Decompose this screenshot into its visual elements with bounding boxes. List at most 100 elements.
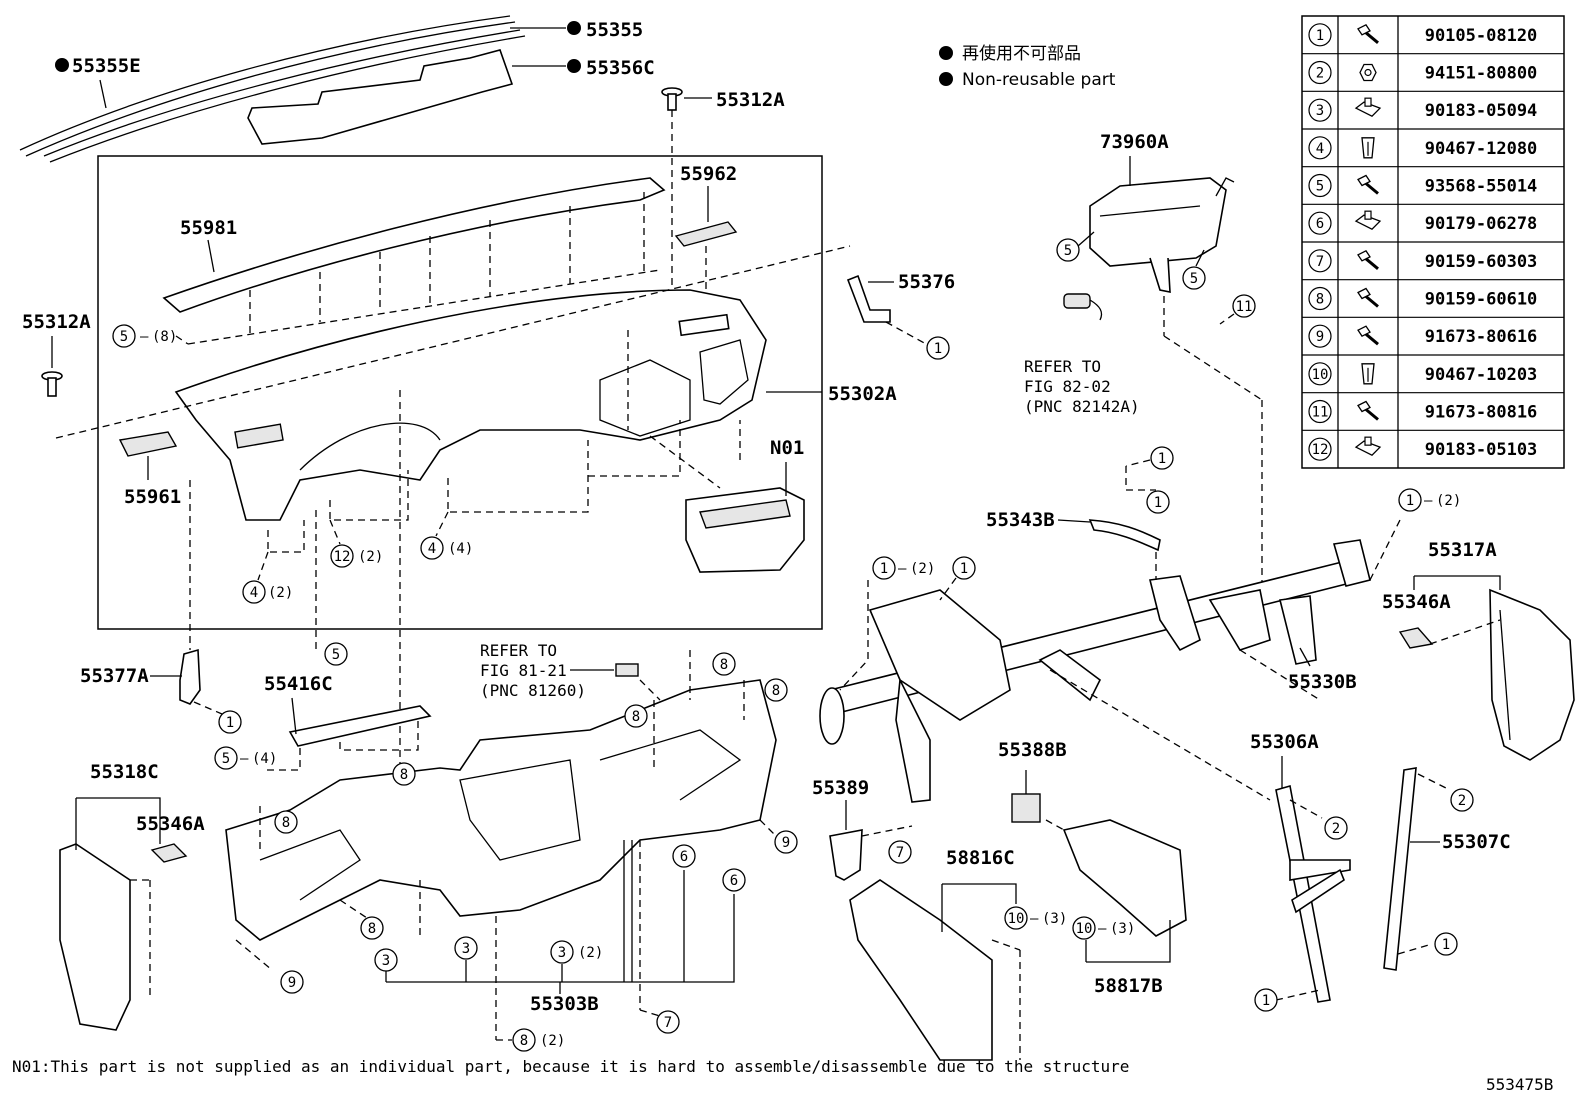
callout-9-a-num: 9 xyxy=(782,835,790,851)
callout-6-a-num: 6 xyxy=(680,849,688,865)
callout-5-e xyxy=(324,642,348,666)
brace-55307C xyxy=(1383,767,1451,971)
callout-11 xyxy=(1232,294,1256,318)
callout-9-a xyxy=(774,830,798,854)
qty-4-b-dash: — xyxy=(240,751,249,767)
callout-8-f-num: 8 xyxy=(368,921,376,937)
airbag-73960A xyxy=(1089,177,1263,600)
table-row-num: 12 xyxy=(1312,442,1329,458)
bracket-55376 xyxy=(846,274,927,345)
reinforcement-55330B xyxy=(819,466,1401,803)
clip-icon xyxy=(1361,363,1375,385)
bolt-icon xyxy=(1357,249,1379,270)
table-row-callout xyxy=(1308,286,1332,311)
label-58817B: 58817B xyxy=(1094,975,1163,997)
label-55416C: 55416C xyxy=(264,673,333,695)
table-row-part-no: 90467-12080 xyxy=(1425,139,1538,159)
label-55303B: 55303B xyxy=(530,993,599,1015)
callout-8-e xyxy=(274,810,298,834)
callout-11-num: 11 xyxy=(1236,299,1253,315)
callout-8-c-num: 8 xyxy=(632,709,640,725)
callout-1-h-num: 1 xyxy=(1442,937,1450,953)
callout-1-a xyxy=(926,336,950,360)
table-row-num: 5 xyxy=(1316,179,1324,195)
label-55961: 55961 xyxy=(124,486,181,508)
qty-2-c-dash: — xyxy=(1424,493,1433,509)
callout-8-b xyxy=(764,678,788,702)
callout-4-b xyxy=(420,536,444,560)
callout-6-b-num: 6 xyxy=(730,873,738,889)
callout-6-a xyxy=(672,844,696,868)
callout-3-a-num: 3 xyxy=(382,953,390,969)
label-55317A: 55317A xyxy=(1428,539,1497,561)
brace-55343B xyxy=(1088,519,1161,552)
side-cover-55318C xyxy=(59,843,188,1031)
callout-7-b xyxy=(656,1010,680,1034)
table-row-part-no: 90183-05094 xyxy=(1425,101,1538,121)
table-row-part-no: 90159-60610 xyxy=(1425,290,1538,310)
qty-3-a: (3) xyxy=(1042,911,1067,927)
ref-fig81-line2: FIG 81-21 xyxy=(480,661,567,680)
callout-5-e-num: 5 xyxy=(332,647,340,663)
label-55355E: 55355E xyxy=(72,55,141,77)
nut-icon xyxy=(1359,63,1377,82)
callout-1-g xyxy=(1254,988,1278,1012)
table-row-part-no: 90467-10203 xyxy=(1425,365,1538,385)
callout-6-b xyxy=(722,868,746,892)
label-55318C: 55318C xyxy=(90,761,159,783)
callout-7-a-num: 7 xyxy=(896,845,904,861)
table-row-callout xyxy=(1308,437,1332,461)
callout-12 xyxy=(330,544,354,568)
cover-58816C xyxy=(849,879,1021,1061)
callout-3-b xyxy=(454,936,478,960)
table-row-callout xyxy=(1308,211,1332,235)
table-row-num: 8 xyxy=(1316,292,1324,308)
callout-1-c xyxy=(1146,490,1170,514)
table-row-num: 3 xyxy=(1316,103,1324,119)
table-row: 8 90159-60610 xyxy=(1302,279,1564,311)
callout-2-b xyxy=(1450,788,1474,812)
bolt-icon xyxy=(1357,325,1379,346)
clip-nut-icon xyxy=(1354,97,1382,117)
legend-dot-jp xyxy=(939,46,953,60)
label-55388B: 55388B xyxy=(998,739,1067,761)
callout-1-c-num: 1 xyxy=(1154,495,1162,511)
qty-3-a-dash: — xyxy=(1030,911,1039,927)
clip-nut-icon xyxy=(1354,436,1382,456)
callout-9-b-num: 9 xyxy=(288,975,296,991)
qty-2-a: (2) xyxy=(268,585,293,601)
callout-8-d xyxy=(392,762,416,786)
bracket-55389 xyxy=(829,825,913,881)
callout-2-b-num: 2 xyxy=(1458,793,1466,809)
label-55356C: 55356C xyxy=(586,57,655,79)
ref-fig82-line1: REFER TO xyxy=(1024,357,1101,376)
label-55346A-right: 55346A xyxy=(1382,591,1451,613)
callout-3-b-num: 3 xyxy=(462,941,470,957)
callout-10-b xyxy=(1072,916,1096,940)
legend-dot-en xyxy=(939,72,953,86)
ref-fig82-line3: (PNC 82142A) xyxy=(1024,397,1140,416)
qty-2-f: (2) xyxy=(540,1033,565,1049)
qty-2-d: (2) xyxy=(910,561,935,577)
callout-9-b xyxy=(280,970,304,994)
panel-55356C xyxy=(247,49,566,145)
label-55343B: 55343B xyxy=(986,509,1055,531)
callout-5-c xyxy=(1182,266,1206,290)
legend-en: Non-reusable part xyxy=(962,70,1116,90)
table-row-callout xyxy=(1308,399,1332,424)
vent-55961 xyxy=(118,431,178,480)
callout-8-c xyxy=(624,704,648,728)
callout-2-a xyxy=(1324,816,1348,840)
table-row-callout xyxy=(1308,173,1332,198)
callout-8-g xyxy=(512,1028,536,1052)
callout-1-f xyxy=(952,556,976,580)
label-73960A: 73960A xyxy=(1100,131,1169,153)
pad-55981 xyxy=(162,177,666,345)
callout-8-g-num: 8 xyxy=(520,1033,528,1049)
